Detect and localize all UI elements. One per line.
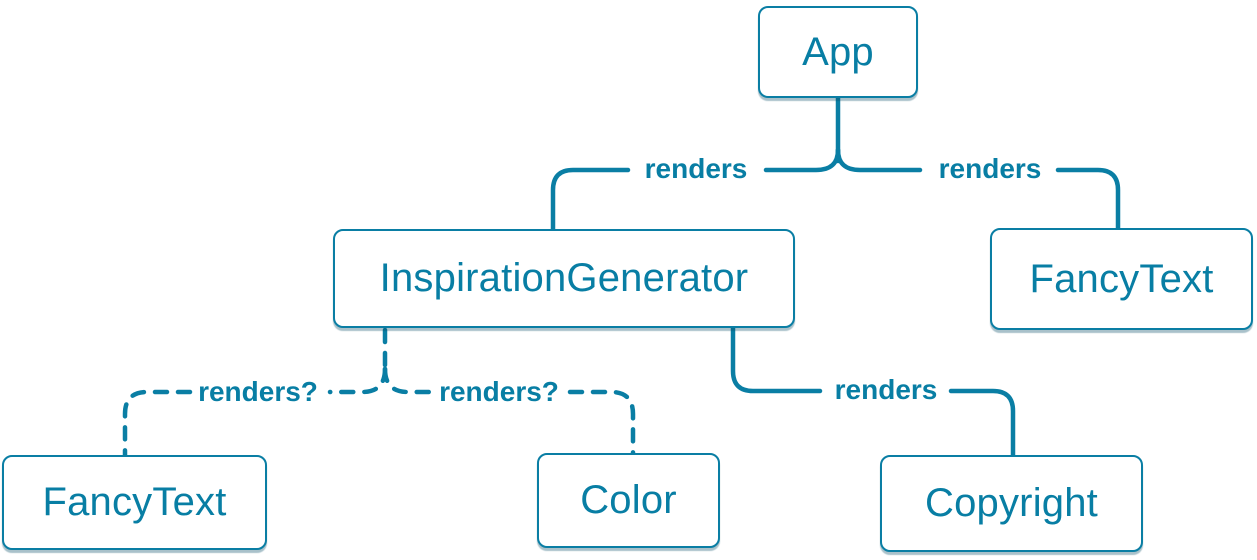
node-copyright: Copyright [880, 455, 1143, 552]
edge-label-inspiration-generator-copyright: renders [834, 374, 938, 405]
edge-label-inspiration-generator-fancy-text: renders? [198, 376, 318, 407]
node-color: Color [537, 453, 720, 548]
edge-label-app-inspiration-generator: renders [644, 153, 748, 184]
edge-label-app-fancy-text: renders [938, 153, 1042, 184]
node-fancy-text-top: FancyText [990, 228, 1253, 330]
node-fancy-text-bottom-label: FancyText [42, 480, 227, 524]
node-copyright-label: Copyright [925, 481, 1098, 525]
node-color-label: Color [580, 478, 677, 522]
edge-app-fancy-text [835, 147, 1121, 231]
node-fancy-text-top-label: FancyText [1029, 256, 1214, 301]
node-app: App [758, 6, 918, 98]
node-inspiration-generator: InspirationGenerator [333, 229, 795, 328]
node-inspiration-generator-label: InspirationGenerator [379, 256, 749, 300]
edge-inspiration-generator-color [382, 366, 636, 456]
edge-label-inspiration-generator-color: renders? [439, 376, 559, 407]
node-fancy-text-bottom: FancyText [2, 455, 267, 550]
node-app-label: App [802, 29, 874, 74]
edge-inspiration-generator-copyright [730, 325, 1016, 458]
